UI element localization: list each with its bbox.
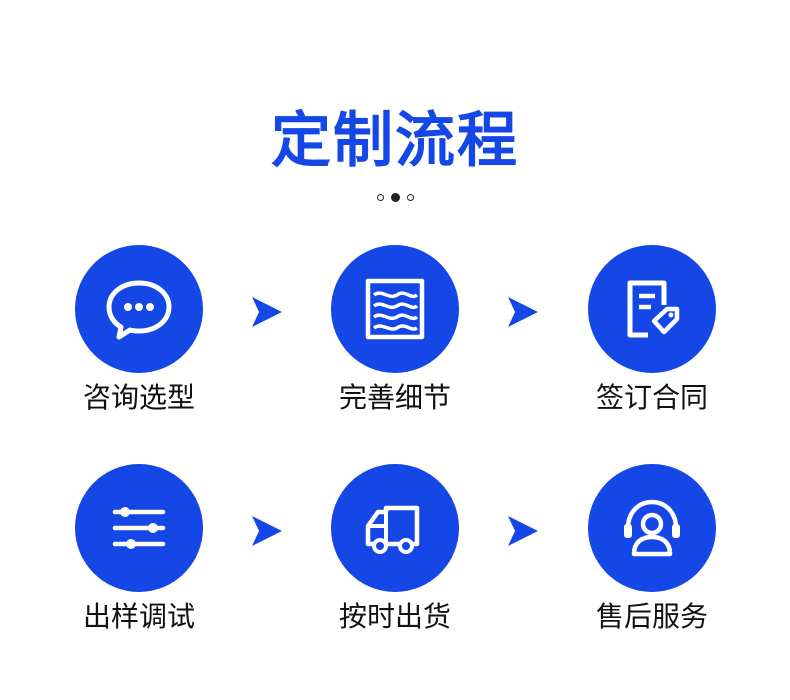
step-label-delivery: 按时出货 bbox=[338, 600, 451, 633]
arrow-right-icon bbox=[508, 297, 538, 327]
step-label-service: 售后服务 bbox=[595, 600, 708, 633]
customer-service-icon bbox=[624, 499, 680, 557]
step-label-contract: 签订合同 bbox=[595, 381, 708, 414]
step-delivery-circle bbox=[331, 464, 459, 592]
pager-dot[interactable] bbox=[376, 193, 384, 201]
step-label-sample: 出样调试 bbox=[82, 600, 195, 633]
delivery-truck-icon bbox=[365, 505, 420, 554]
step-service-circle bbox=[588, 464, 716, 592]
step-label-details: 完善细节 bbox=[338, 381, 451, 414]
sliders-icon bbox=[112, 507, 166, 549]
pager-dots bbox=[0, 191, 790, 203]
step-consult-circle bbox=[75, 245, 203, 373]
pager-dot-active[interactable] bbox=[390, 192, 400, 202]
pager-dot[interactable] bbox=[406, 193, 414, 201]
step-details-circle bbox=[331, 245, 459, 373]
step-label-consult: 咨询选型 bbox=[82, 381, 195, 414]
fabric-waves-icon bbox=[365, 278, 425, 340]
chat-bubble-icon bbox=[106, 280, 172, 340]
page-title: 定制流程 bbox=[271, 106, 519, 176]
arrow-right-icon bbox=[252, 516, 282, 546]
arrow-right-icon bbox=[508, 516, 538, 546]
step-contract-circle bbox=[588, 245, 716, 373]
step-sample-circle bbox=[75, 464, 203, 592]
contract-icon bbox=[627, 280, 680, 338]
arrow-right-icon bbox=[252, 297, 282, 327]
